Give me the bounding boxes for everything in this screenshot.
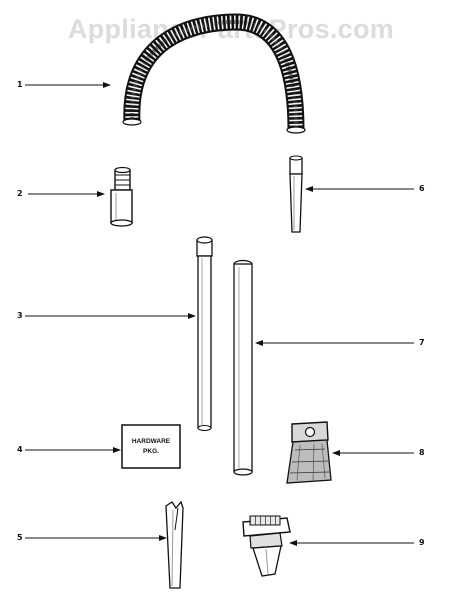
callout-3: 3 [17,311,23,320]
hardware-package-label-2: PKG. [143,448,159,455]
short-wand-part [289,155,303,233]
callout-1: 1 [17,80,23,89]
hardware-package-label: HARDWARE [132,438,171,445]
hose-part [122,13,306,134]
crevice-tool-part [165,500,184,589]
dusting-brush-part [242,515,291,577]
extension-wand-part-7 [233,259,253,476]
callout-arrows [25,82,414,546]
callout-6: 6 [419,184,425,193]
callout-2: 2 [17,189,23,198]
callout-4: 4 [17,445,23,454]
callout-7: 7 [419,338,425,347]
coupling-part [110,166,133,227]
callout-9: 9 [419,538,425,547]
hardware-package-part: HARDWARE PKG. [121,424,181,469]
callout-8: 8 [419,448,425,457]
dust-bag-part [286,421,332,484]
callout-5: 5 [17,533,23,542]
extension-wand-part [196,236,213,432]
